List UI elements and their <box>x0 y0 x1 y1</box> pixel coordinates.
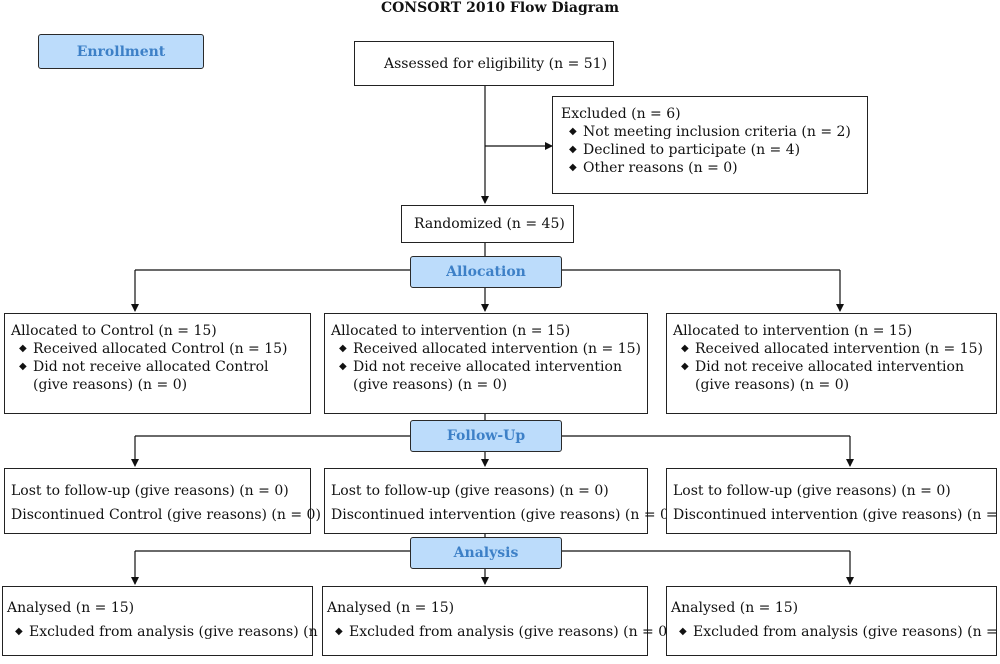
diamond-bullet-icon: ◆ <box>681 361 689 372</box>
assessed-box: Assessed for eligibility (n = 51) <box>354 41 614 86</box>
excluded-item: ◆Not meeting inclusion criteria (n = 2) <box>569 124 851 140</box>
stage-analysis: Analysis <box>410 537 562 569</box>
diamond-bullet-icon: ◆ <box>681 343 689 354</box>
allocation-box-intervention-1: Allocated to intervention (n = 15) ◆Rece… <box>324 313 648 414</box>
excluded-box: Excluded (n = 6) ◆Not meeting inclusion … <box>552 96 868 194</box>
diamond-bullet-icon: ◆ <box>569 126 577 137</box>
stage-followup: Follow-Up <box>410 420 562 452</box>
assessed-text: Assessed for eligibility (n = 51) <box>384 55 608 72</box>
analysis-box-intervention-1: Analysed (n = 15) ◆Excluded from analysi… <box>322 586 673 656</box>
analysis-box-control: Analysed (n = 15) ◆Excluded from analysi… <box>2 586 353 656</box>
excluded-header: Excluded (n = 6) <box>561 106 681 122</box>
diamond-bullet-icon: ◆ <box>335 626 343 637</box>
diamond-bullet-icon: ◆ <box>679 626 687 637</box>
diamond-bullet-icon: ◆ <box>569 144 577 155</box>
diamond-bullet-icon: ◆ <box>569 162 577 173</box>
analysis-box-intervention-2: Analysed (n = 15) ◆Excluded from analysi… <box>666 586 1000 656</box>
followup-box-intervention-2: Lost to follow-up (give reasons) (n = 0)… <box>666 468 1000 534</box>
diamond-bullet-icon: ◆ <box>15 626 23 637</box>
followup-box-control: Lost to follow-up (give reasons) (n = 0)… <box>4 468 321 534</box>
allocation-box-intervention-2: Allocated to intervention (n = 15) ◆Rece… <box>666 313 997 414</box>
stage-allocation: Allocation <box>410 256 562 288</box>
diamond-bullet-icon: ◆ <box>339 361 347 372</box>
diamond-bullet-icon: ◆ <box>339 343 347 354</box>
randomized-text: Randomized (n = 45) <box>414 216 565 232</box>
followup-box-intervention-1: Lost to follow-up (give reasons) (n = 0)… <box>324 468 674 534</box>
excluded-item: ◆Other reasons (n = 0) <box>569 160 738 176</box>
randomized-box: Randomized (n = 45) <box>401 205 574 243</box>
stage-enrollment: Enrollment <box>38 34 204 69</box>
diamond-bullet-icon: ◆ <box>19 361 27 372</box>
excluded-item: ◆Declined to participate (n = 4) <box>569 142 801 158</box>
diagram-title: CONSORT 2010 Flow Diagram <box>380 0 620 16</box>
allocation-box-control: Allocated to Control (n = 15) ◆Received … <box>4 313 311 414</box>
diamond-bullet-icon: ◆ <box>19 343 27 354</box>
